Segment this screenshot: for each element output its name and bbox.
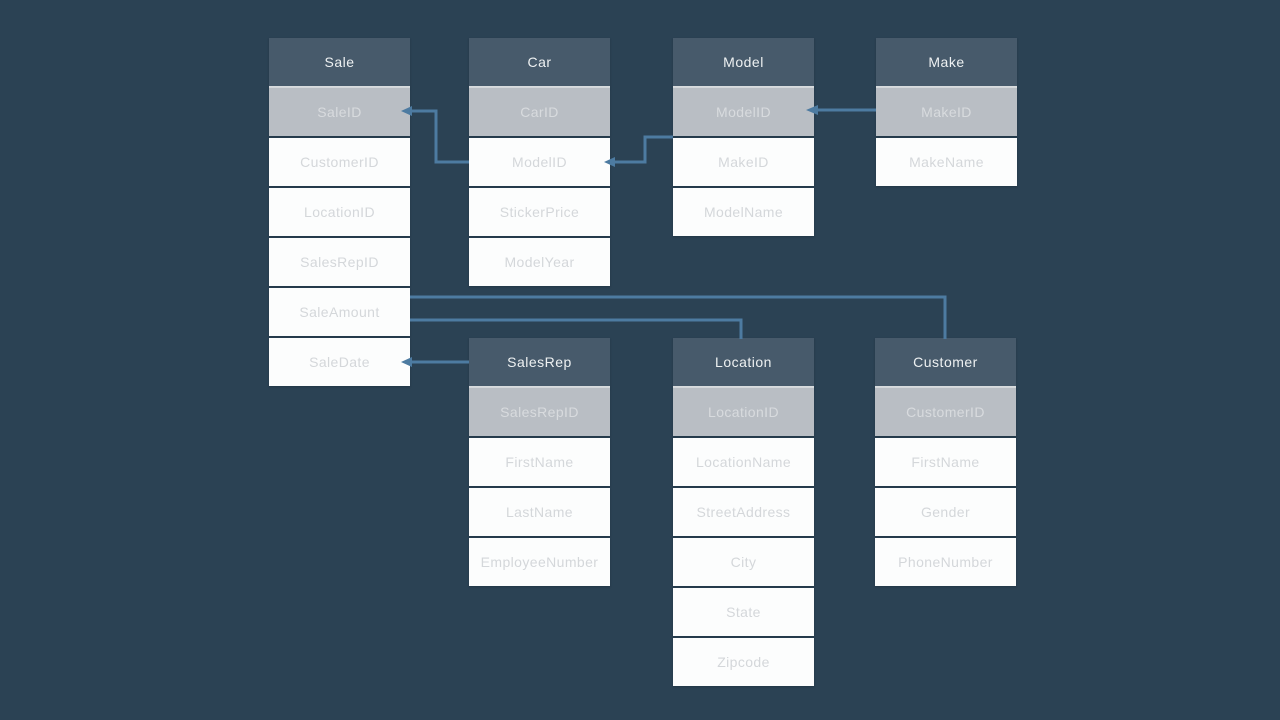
model-field-makeid: MakeID	[673, 138, 814, 186]
table-model: Model ModelID MakeID ModelName	[673, 38, 814, 236]
sale-field-customerid: CustomerID	[269, 138, 410, 186]
car-field-stickerprice: StickerPrice	[469, 188, 610, 236]
table-customer: Customer CustomerID FirstName Gender Pho…	[875, 338, 1016, 586]
location-field-locationid: LocationID	[673, 388, 814, 436]
sale-field-salesrepid: SalesRepID	[269, 238, 410, 286]
relationship-car-modelid-to-model-modelid	[610, 135, 673, 164]
car-field-modelyear: ModelYear	[469, 238, 610, 286]
make-field-makeid: MakeID	[876, 88, 1017, 136]
table-sale-title: Sale	[269, 38, 410, 88]
salesrep-field-lastname: LastName	[469, 488, 610, 536]
relationship-sale-saleamount-to-customer	[410, 295, 947, 339]
customer-field-phonenumber: PhoneNumber	[875, 538, 1016, 586]
location-field-locationname: LocationName	[673, 438, 814, 486]
car-field-modelid: ModelID	[469, 138, 610, 186]
sale-field-saledate: SaleDate	[269, 338, 410, 386]
salesrep-field-firstname: FirstName	[469, 438, 610, 486]
sale-field-saleamount: SaleAmount	[269, 288, 410, 336]
sale-field-saleid: SaleID	[269, 88, 410, 136]
make-field-makename: MakeName	[876, 138, 1017, 186]
car-field-carid: CarID	[469, 88, 610, 136]
table-location: Location LocationID LocationName StreetA…	[673, 338, 814, 686]
relationship-sale-saleamount-to-location	[410, 318, 743, 339]
customer-field-firstname: FirstName	[875, 438, 1016, 486]
relationship-sale-saleid-to-car-modelid	[408, 109, 469, 164]
customer-field-gender: Gender	[875, 488, 1016, 536]
location-field-city: City	[673, 538, 814, 586]
salesrep-field-salesrepid: SalesRepID	[469, 388, 610, 436]
table-sale: Sale SaleID CustomerID LocationID SalesR…	[269, 38, 410, 386]
table-salesrep: SalesRep SalesRepID FirstName LastName E…	[469, 338, 610, 586]
table-customer-title: Customer	[875, 338, 1016, 388]
model-field-modelid: ModelID	[673, 88, 814, 136]
salesrep-field-employeenumber: EmployeeNumber	[469, 538, 610, 586]
table-make: Make MakeID MakeName	[876, 38, 1017, 186]
table-location-title: Location	[673, 338, 814, 388]
sale-field-locationid: LocationID	[269, 188, 410, 236]
location-field-streetaddress: StreetAddress	[673, 488, 814, 536]
customer-field-customerid: CustomerID	[875, 388, 1016, 436]
table-model-title: Model	[673, 38, 814, 88]
location-field-state: State	[673, 588, 814, 636]
table-car: Car CarID ModelID StickerPrice ModelYear	[469, 38, 610, 286]
model-field-modelname: ModelName	[673, 188, 814, 236]
table-salesrep-title: SalesRep	[469, 338, 610, 388]
location-field-zipcode: Zipcode	[673, 638, 814, 686]
table-car-title: Car	[469, 38, 610, 88]
table-make-title: Make	[876, 38, 1017, 88]
